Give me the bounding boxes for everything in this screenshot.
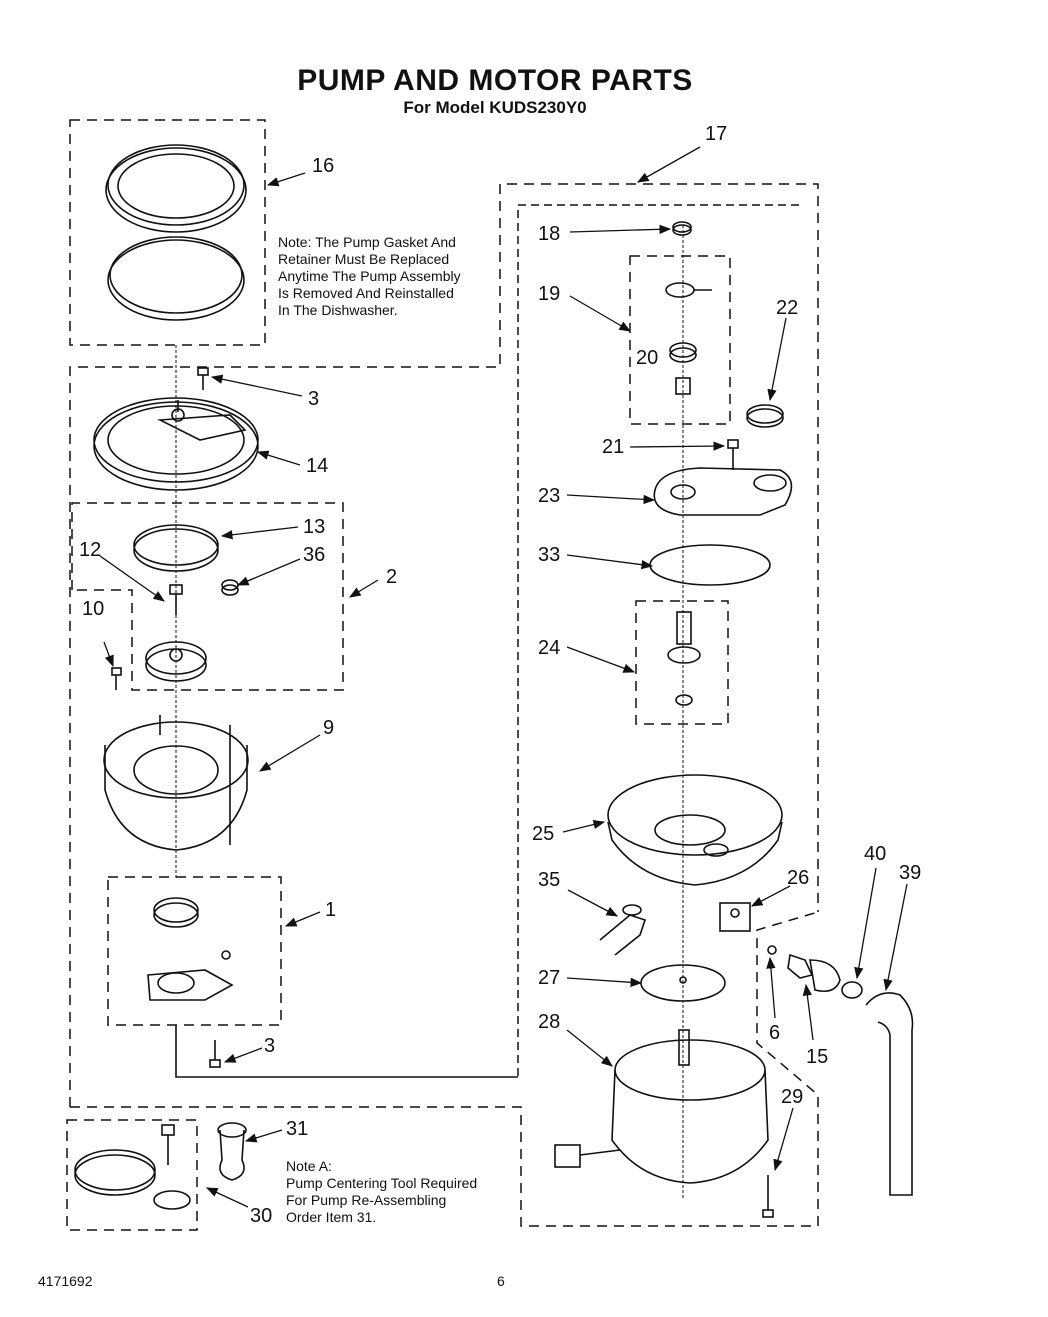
callout-15: 15 <box>806 1046 828 1068</box>
callout-1: 1 <box>325 899 336 921</box>
callout-labels: 16 17 3 14 13 36 2 12 10 9 1 3 31 30 18 … <box>79 123 921 1227</box>
o-ring-22[interactable] <box>746 404 784 428</box>
pump-housing-9[interactable] <box>103 715 249 851</box>
check-valve-19[interactable] <box>665 282 712 298</box>
callout-21: 21 <box>602 436 624 458</box>
callout-13: 13 <box>303 516 325 538</box>
check-valve-box <box>629 255 731 425</box>
spring-20[interactable] <box>669 342 697 395</box>
callout-3-bottom: 3 <box>264 1035 275 1057</box>
pump-gasket-16[interactable] <box>105 144 247 321</box>
callout-18: 18 <box>538 223 560 245</box>
washer-18[interactable] <box>672 221 692 236</box>
drain-hose-39[interactable] <box>865 992 914 1196</box>
motor-28[interactable] <box>554 1029 769 1184</box>
screw-10[interactable] <box>111 667 122 690</box>
callout-3-top: 3 <box>308 388 319 410</box>
screw-3-top[interactable] <box>197 367 209 390</box>
bracket-26[interactable] <box>719 902 751 932</box>
callout-31: 31 <box>286 1118 308 1140</box>
callout-6: 6 <box>769 1022 780 1044</box>
pump-cover-14[interactable] <box>93 397 259 491</box>
callout-25: 25 <box>532 823 554 845</box>
seal-ring-13[interactable] <box>133 524 219 572</box>
elbow-35[interactable] <box>599 904 647 956</box>
callout-28: 28 <box>538 1011 560 1033</box>
screw-21[interactable] <box>727 439 739 470</box>
screw-3-bottom[interactable] <box>209 1040 221 1068</box>
callout-36: 36 <box>303 544 325 566</box>
callout-12: 12 <box>79 539 101 561</box>
callout-30: 30 <box>250 1205 272 1227</box>
callout-14: 14 <box>306 455 328 477</box>
callout-33: 33 <box>538 544 560 566</box>
callout-9: 9 <box>323 717 334 739</box>
impeller-kit-box <box>71 502 344 691</box>
callout-39: 39 <box>899 862 921 884</box>
screw-29[interactable] <box>762 1175 774 1218</box>
pump-cover-23[interactable] <box>653 467 793 516</box>
page-subtitle: For Model KUDS230Y0 <box>403 98 587 117</box>
callout-10: 10 <box>82 598 104 620</box>
seal-assembly-24[interactable] <box>667 611 701 706</box>
callout-26: 26 <box>787 867 809 889</box>
callout-22: 22 <box>776 297 798 319</box>
callout-40: 40 <box>864 843 886 865</box>
callout-2: 2 <box>386 566 397 588</box>
callout-27: 27 <box>538 967 560 989</box>
leader-arrows <box>99 146 908 1208</box>
callout-16: 16 <box>312 155 334 177</box>
callout-29: 29 <box>781 1086 803 1108</box>
tool-kit-box <box>66 1119 198 1231</box>
group-boundaries <box>66 119 819 1231</box>
washer-36[interactable] <box>221 579 239 596</box>
gasket-kit-box <box>69 119 266 346</box>
callout-19: 19 <box>538 283 560 305</box>
note-gasket: Note: The Pump Gasket And Retainer Must … <box>278 234 461 318</box>
callout-20: 20 <box>636 347 658 369</box>
pump-outline-line <box>175 1025 518 1078</box>
inner-boundary <box>517 204 800 1076</box>
gasket-33[interactable] <box>649 544 771 586</box>
chopper-kit-box <box>107 876 282 1026</box>
note-a: Note A: Pump Centering Tool Required For… <box>286 1158 478 1225</box>
motor-mount-25[interactable] <box>607 774 783 886</box>
seal-box <box>635 600 729 725</box>
pump-assembly-boundary <box>69 183 819 1107</box>
chopper-assembly-1[interactable] <box>147 897 234 1001</box>
callout-24: 24 <box>538 637 560 659</box>
callout-23: 23 <box>538 485 560 507</box>
impeller[interactable] <box>145 641 207 682</box>
page-title: PUMP AND MOTOR PARTS <box>297 64 693 97</box>
callout-17: 17 <box>705 123 727 145</box>
screw-12[interactable] <box>169 584 183 615</box>
centering-tool-31[interactable] <box>217 1122 247 1181</box>
page-number: 6 <box>497 1273 505 1289</box>
callout-35: 35 <box>538 869 560 891</box>
drain-parts-6-15-40[interactable] <box>767 945 863 999</box>
tool-kit-parts[interactable] <box>74 1124 191 1210</box>
document-number: 4171692 <box>38 1273 93 1289</box>
